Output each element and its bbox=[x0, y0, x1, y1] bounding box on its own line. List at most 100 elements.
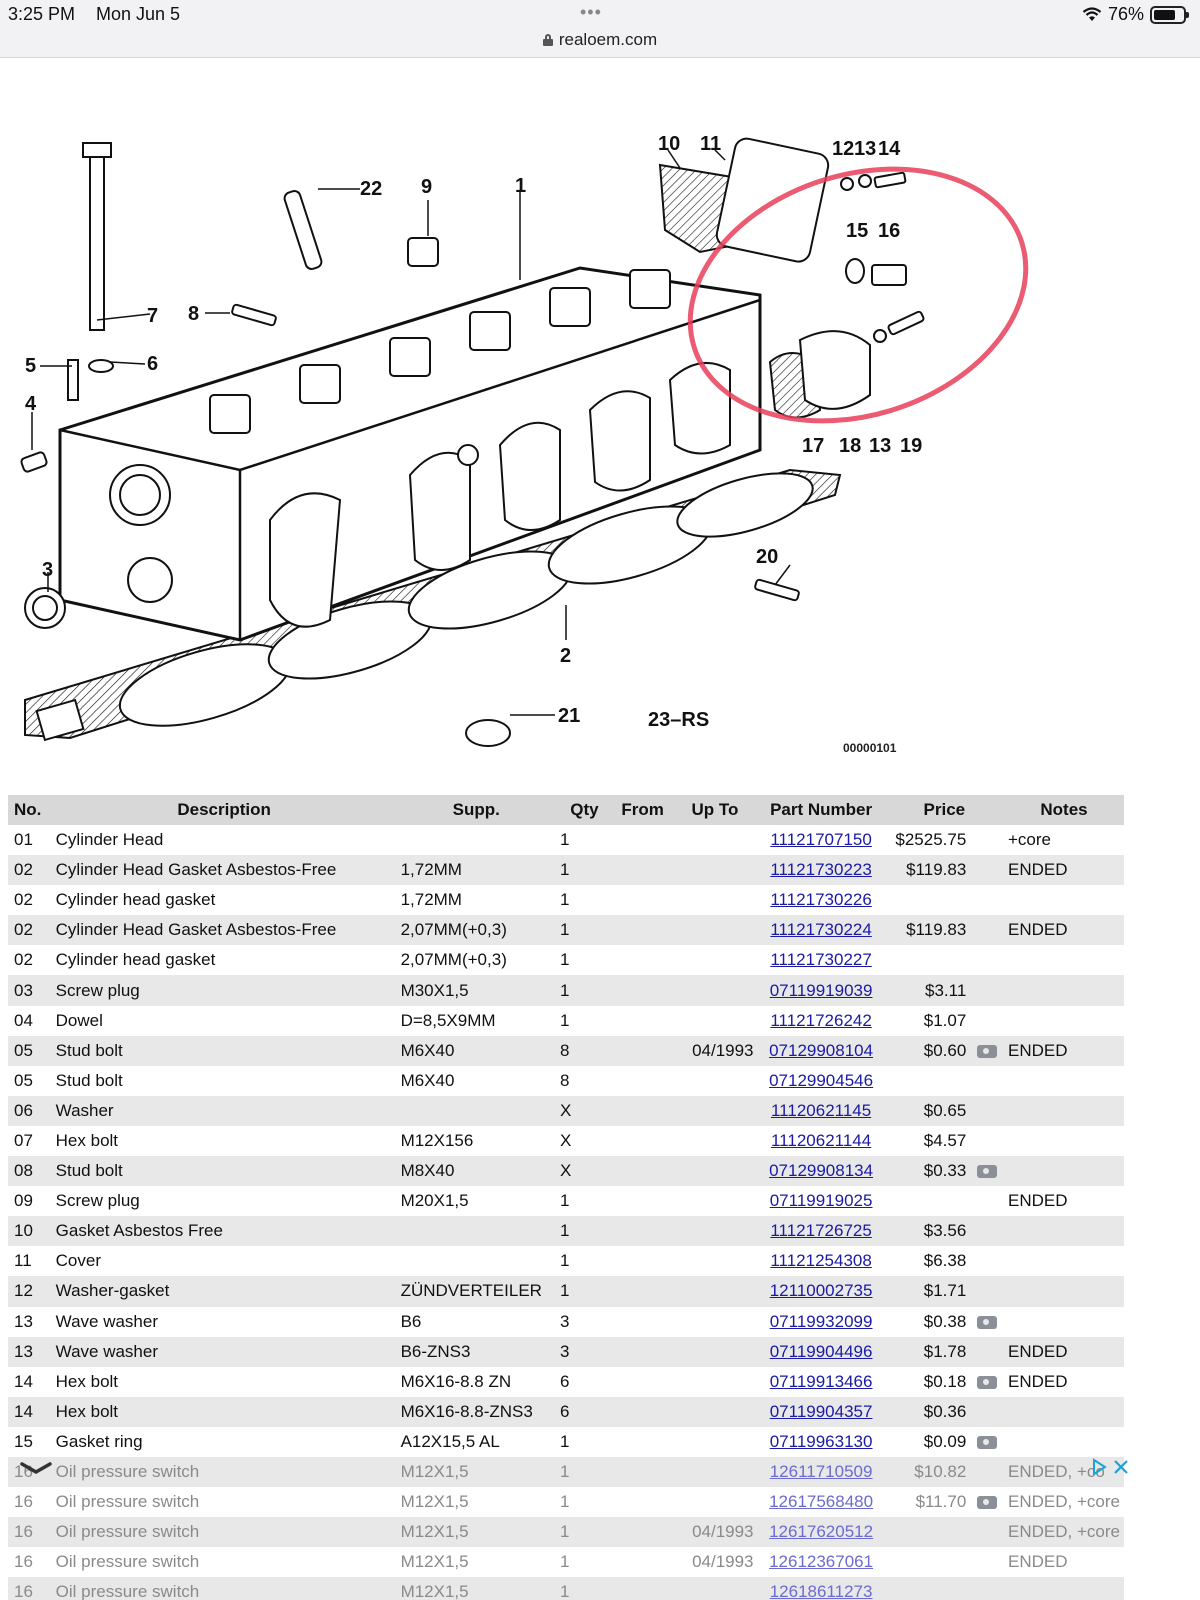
part-camera bbox=[970, 885, 1004, 915]
part-number-link[interactable]: 11120621144 bbox=[770, 1130, 872, 1150]
part-notes bbox=[1004, 1246, 1124, 1276]
part-number-link[interactable]: 07119919039 bbox=[769, 980, 873, 1000]
camera-icon[interactable] bbox=[977, 1165, 998, 1179]
chevron-down-icon[interactable] bbox=[18, 1458, 54, 1478]
part-qty: 1 bbox=[560, 1462, 570, 1482]
part-camera bbox=[970, 1126, 1004, 1156]
part-description: Hex bolt bbox=[55, 1371, 119, 1391]
part-number-link[interactable]: 07119904357 bbox=[769, 1401, 873, 1421]
part-camera bbox=[970, 1337, 1004, 1367]
callout-13b: 13 bbox=[869, 435, 891, 457]
part-no: 05 bbox=[14, 1070, 33, 1090]
part-notes bbox=[1004, 1216, 1124, 1246]
part-supp: M6X16-8.8 ZN bbox=[400, 1371, 512, 1391]
part-supp: M8X40 bbox=[400, 1161, 455, 1181]
part-number-link[interactable]: 07119919025 bbox=[769, 1191, 873, 1211]
part-camera bbox=[970, 1457, 1004, 1487]
camera-icon[interactable] bbox=[977, 1315, 998, 1329]
ad-choices-icon[interactable] bbox=[1090, 1458, 1108, 1476]
part-notes: ENDED bbox=[1007, 1371, 1068, 1391]
part-no: 05 bbox=[14, 1040, 33, 1060]
part-qty: 8 bbox=[560, 1070, 570, 1090]
part-number-link[interactable]: 12611710509 bbox=[769, 1462, 873, 1482]
status-time: 3:25 PM bbox=[8, 4, 76, 24]
part-description: Stud bolt bbox=[55, 1040, 123, 1060]
part-upto bbox=[672, 1006, 757, 1036]
part-qty: 1 bbox=[560, 920, 570, 940]
address-bar[interactable]: realoem.com bbox=[0, 30, 1200, 50]
part-notes bbox=[1004, 945, 1124, 975]
part-notes bbox=[1004, 1066, 1124, 1096]
part-no: 14 bbox=[14, 1371, 33, 1391]
part-number-link[interactable]: 12612367061 bbox=[769, 1552, 874, 1572]
part-qty: 8 bbox=[560, 1040, 570, 1060]
camera-icon[interactable] bbox=[977, 1435, 998, 1449]
camera-icon[interactable] bbox=[977, 1496, 998, 1510]
part-number-link[interactable]: 07119904496 bbox=[769, 1341, 873, 1361]
part-number-link[interactable]: 07119932099 bbox=[769, 1311, 873, 1331]
part-camera bbox=[970, 1427, 1004, 1457]
more-dots-icon[interactable]: ••• bbox=[580, 2, 602, 22]
part-number-link[interactable]: 07129908134 bbox=[769, 1161, 874, 1181]
callout-22: 22 bbox=[360, 178, 382, 200]
part-camera bbox=[970, 1066, 1004, 1096]
status-right: 76% bbox=[1082, 4, 1189, 25]
part-camera bbox=[970, 945, 1004, 975]
part-upto bbox=[672, 1337, 757, 1367]
part-number-link[interactable]: 07119913466 bbox=[769, 1371, 873, 1391]
part-camera bbox=[970, 1487, 1004, 1517]
part-no: 13 bbox=[14, 1341, 33, 1361]
part-from bbox=[613, 1006, 673, 1036]
parts-table: No. Description Supp. Qty From Up To Par… bbox=[8, 795, 1124, 1600]
part-no: 15 bbox=[14, 1431, 33, 1451]
part-notes: ENDED bbox=[1007, 1040, 1068, 1060]
camera-icon[interactable] bbox=[977, 1375, 998, 1389]
part-number-link[interactable]: 11120621145 bbox=[770, 1100, 872, 1120]
part-supp: ZÜNDVERTEILER bbox=[400, 1281, 542, 1301]
part-number-link[interactable]: 11121730226 bbox=[770, 890, 872, 910]
part-from bbox=[613, 1577, 673, 1600]
part-from bbox=[613, 1246, 673, 1276]
part-number-cell: 07119919025 bbox=[758, 1186, 885, 1216]
close-icon[interactable] bbox=[1112, 1458, 1130, 1476]
part-from bbox=[613, 1066, 673, 1096]
callout-11: 11 bbox=[700, 133, 721, 155]
part-notes: ENDED, +co bbox=[1007, 1462, 1105, 1482]
part-notes: ENDED bbox=[1007, 920, 1068, 940]
part-description: Wave washer bbox=[55, 1311, 159, 1331]
part-qty: 1 bbox=[560, 980, 570, 1000]
part-number-link[interactable]: 11121730224 bbox=[770, 920, 872, 940]
part-number-link[interactable]: 07129904546 bbox=[769, 1070, 874, 1090]
part-upto: 04/1993 bbox=[692, 1522, 754, 1542]
part-number-link[interactable]: 07119963130 bbox=[769, 1431, 873, 1451]
part-qty: X bbox=[560, 1130, 572, 1150]
part-number-link[interactable]: 11121726242 bbox=[770, 1010, 872, 1030]
part-upto bbox=[672, 1096, 757, 1126]
part-description: Oil pressure switch bbox=[55, 1522, 200, 1542]
part-upto bbox=[672, 1577, 757, 1600]
part-upto: 04/1993 bbox=[692, 1040, 754, 1060]
camera-icon[interactable] bbox=[977, 1044, 998, 1058]
part-number-link[interactable]: 11121726725 bbox=[770, 1221, 872, 1241]
part-number-link[interactable]: 11121730227 bbox=[770, 950, 872, 970]
part-number-link[interactable]: 12617620512 bbox=[769, 1522, 874, 1542]
part-number-link[interactable]: 07129908104 bbox=[769, 1040, 874, 1060]
part-from bbox=[613, 1216, 673, 1246]
part-number-link[interactable]: 12618611273 bbox=[769, 1582, 873, 1600]
part-notes bbox=[1004, 1126, 1124, 1156]
header-qty: Qty bbox=[556, 795, 613, 825]
part-camera bbox=[970, 1036, 1004, 1066]
part-number-link[interactable]: 11121254308 bbox=[770, 1251, 872, 1271]
part-number-link[interactable]: 11121730223 bbox=[770, 860, 872, 880]
part-notes bbox=[1004, 1156, 1124, 1186]
part-number-link[interactable]: 11121707150 bbox=[770, 830, 872, 850]
part-number-link[interactable]: 12617568480 bbox=[769, 1492, 874, 1512]
part-no: 10 bbox=[14, 1221, 33, 1241]
part-from bbox=[613, 1126, 673, 1156]
part-number-link[interactable]: 12110002735 bbox=[769, 1281, 873, 1301]
